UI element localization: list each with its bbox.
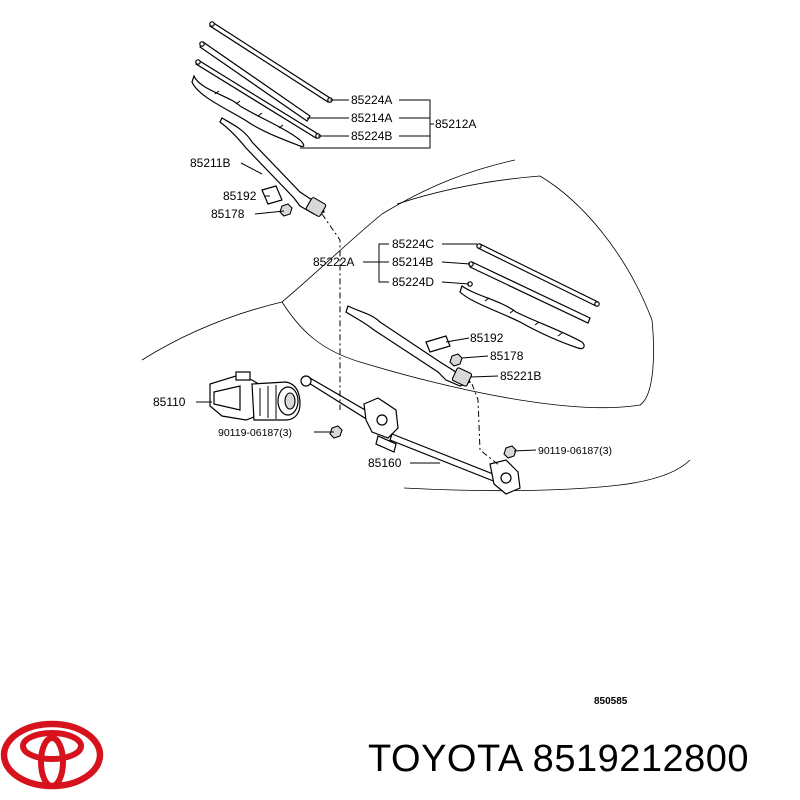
leader-lines bbox=[196, 99, 537, 464]
front-pivot-line bbox=[321, 213, 341, 410]
rear-blade-strip-top bbox=[476, 243, 600, 307]
label-nut-rear: 85178 bbox=[490, 349, 524, 363]
label-blade-front-low: 85224B bbox=[351, 129, 392, 143]
label-arm-rear: 85221B bbox=[500, 369, 541, 383]
front-arm-cap bbox=[261, 185, 283, 205]
label-arm-front: 85211B bbox=[190, 156, 230, 170]
rear-arm-nut bbox=[449, 353, 463, 367]
label-cap-front: 85192 bbox=[223, 189, 257, 203]
label-nut-front: 85178 bbox=[211, 207, 245, 221]
bolt-right bbox=[503, 445, 517, 459]
label-blade-rear-top: 85224C bbox=[392, 237, 434, 251]
label-blade-rear-low: 85224D bbox=[392, 275, 434, 289]
label-bolt-left: 90119-06187(3) bbox=[218, 427, 292, 439]
label-blade-front-top: 85224A bbox=[351, 93, 392, 107]
wiper-motor bbox=[209, 371, 301, 421]
diagram-reference-code: 850585 bbox=[594, 696, 628, 707]
label-cap-rear: 85192 bbox=[470, 331, 504, 345]
label-blade-rear-assy: 85222A bbox=[313, 255, 354, 269]
label-blade-front-mid: 85214A bbox=[351, 111, 392, 125]
brand-part-number: TOYOTA 8519212800 bbox=[368, 738, 750, 780]
front-blade-strip-top bbox=[209, 21, 333, 103]
front-blade-strip-low bbox=[195, 59, 321, 139]
rear-blade-rubber bbox=[468, 261, 591, 324]
rear-pivot-line bbox=[471, 383, 501, 467]
label-blade-rear-mid: 85214B bbox=[392, 255, 433, 269]
rear-blade-frame bbox=[459, 281, 585, 350]
label-motor: 85110 bbox=[153, 395, 186, 409]
bolt-left bbox=[329, 425, 343, 439]
rear-wiper-arm bbox=[345, 305, 473, 387]
toyota-logo bbox=[0, 720, 104, 790]
front-arm-nut bbox=[279, 203, 293, 217]
windshield-outline bbox=[141, 159, 691, 492]
front-blade-frame bbox=[191, 74, 305, 148]
label-link: 85160 bbox=[368, 456, 402, 470]
front-wiper-arm bbox=[219, 117, 327, 217]
label-bolt-right: 90119-06187(3) bbox=[538, 445, 612, 457]
label-blade-front-assy: 85212A bbox=[435, 117, 476, 131]
rear-arm-cap bbox=[425, 335, 451, 353]
wiper-linkage bbox=[300, 375, 521, 495]
front-blade-rubber bbox=[199, 41, 311, 122]
